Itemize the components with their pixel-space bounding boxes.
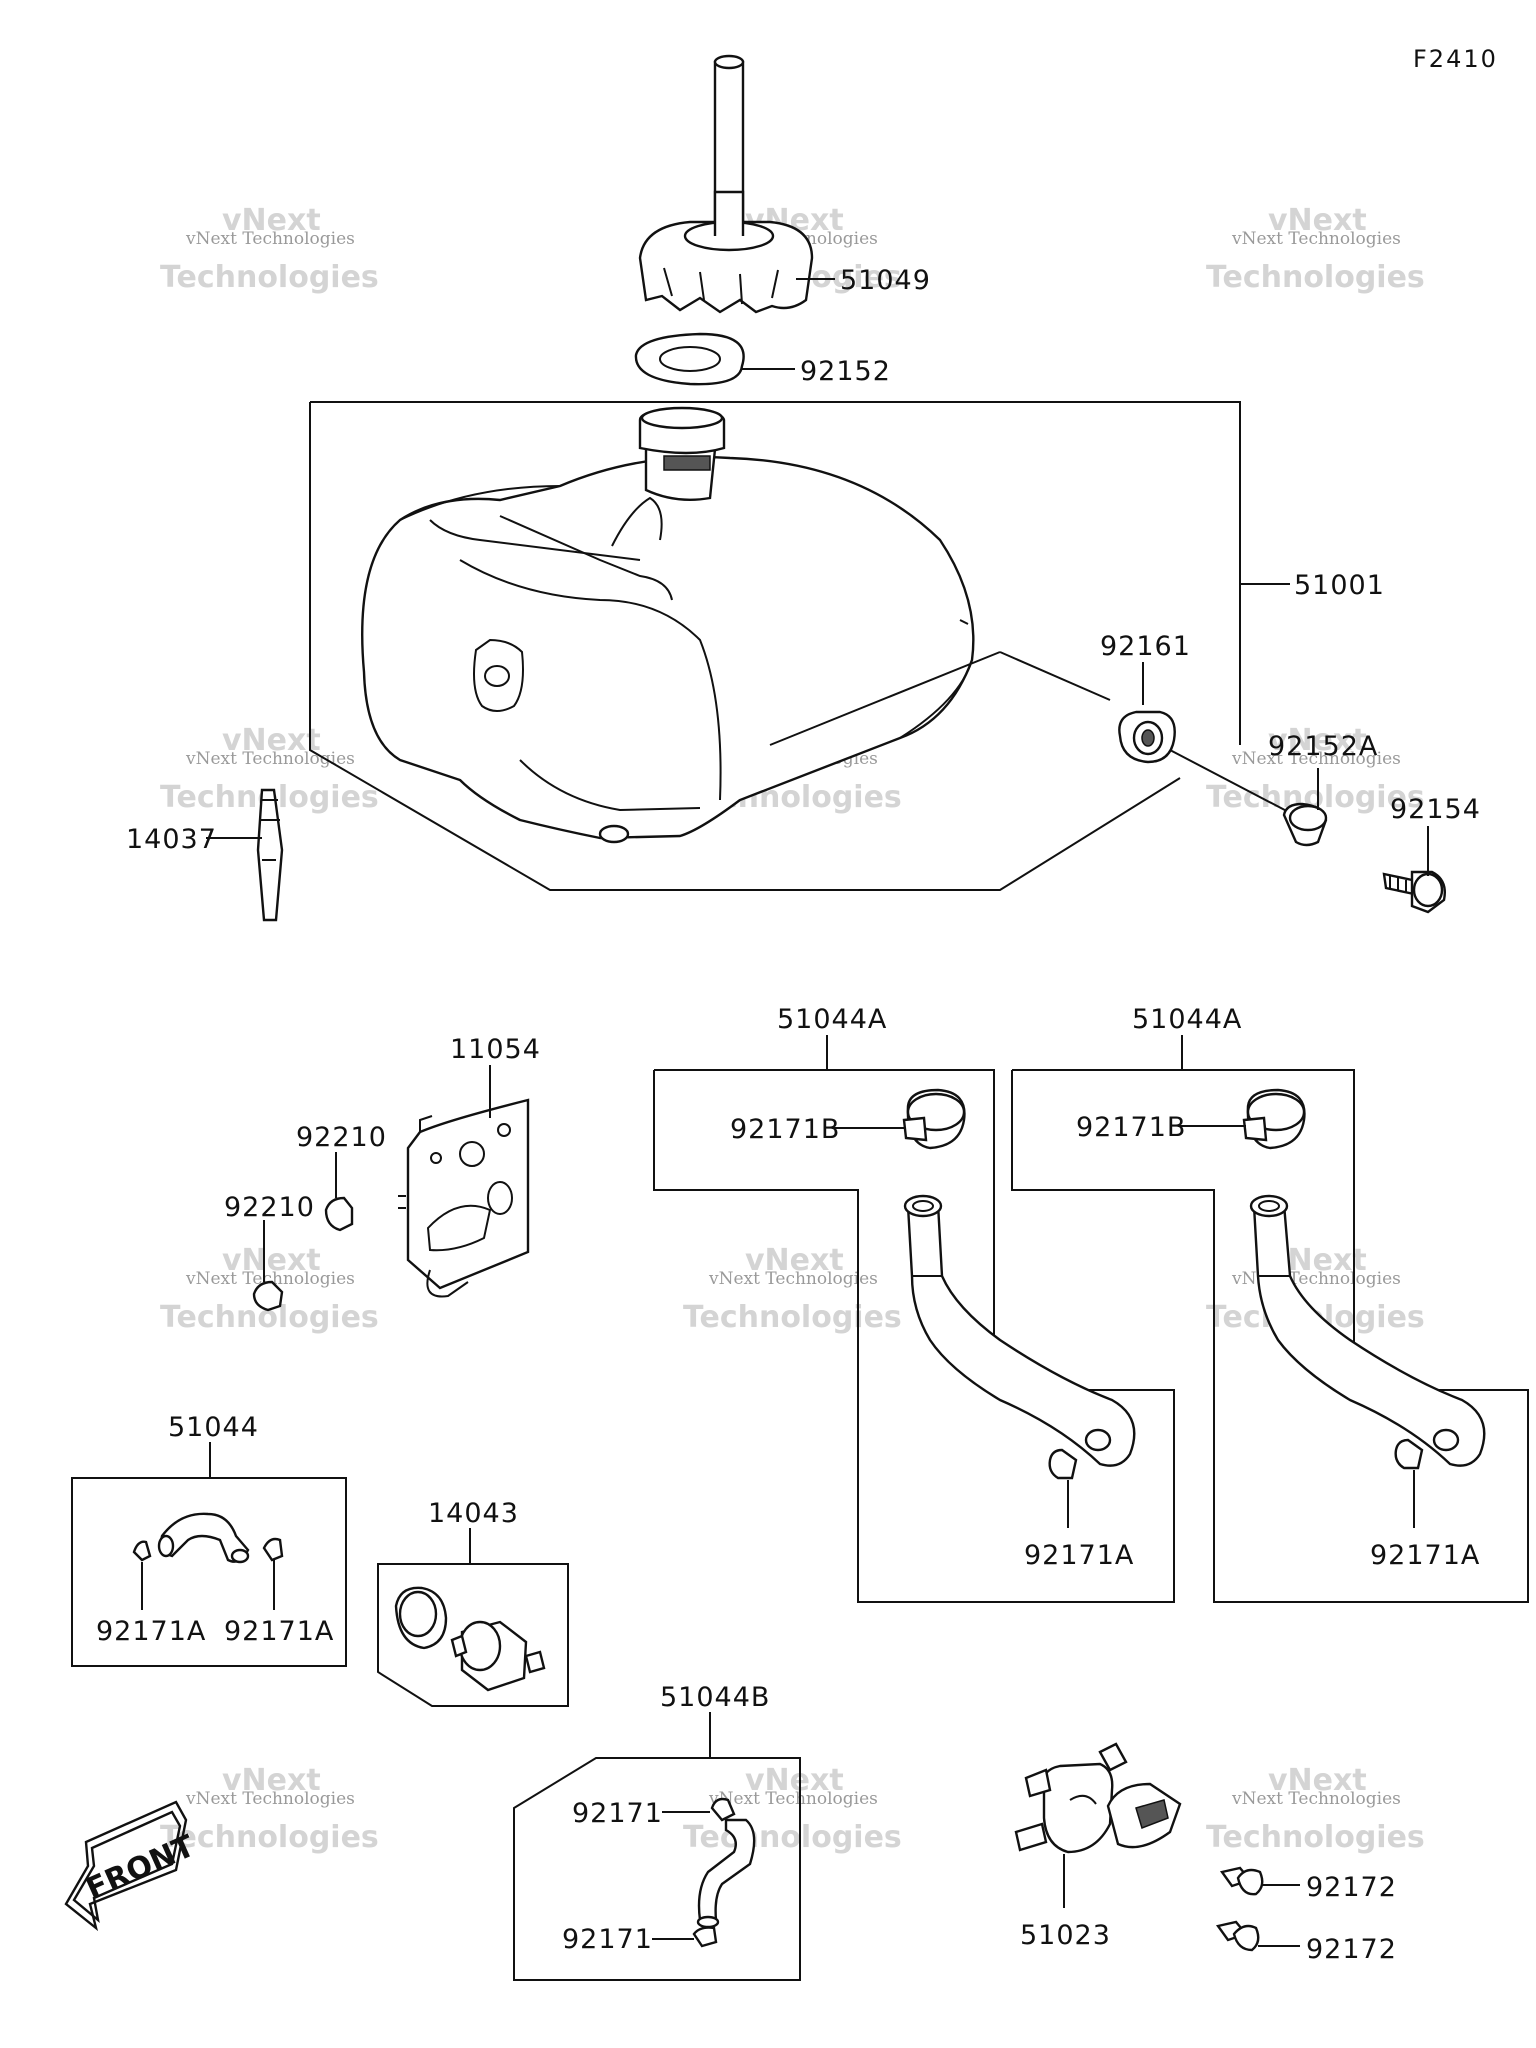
label-92171A-mid-right: 92171A	[1370, 1540, 1480, 1571]
watermark-line1: vNext Technologies	[185, 1789, 355, 1809]
label-11054: 11054	[450, 1034, 541, 1065]
watermark-line1: vNext Technologies	[185, 1269, 355, 1289]
watermark-overlay: vNext	[222, 1243, 321, 1278]
label-92172-bottom: 92172	[1306, 1934, 1397, 1965]
part-hose-51044B[interactable]	[696, 1818, 756, 1929]
watermark-overlay: vNext	[745, 1243, 844, 1278]
label-92171B-left: 92171B	[730, 1114, 840, 1145]
leader-tank-grommet	[999, 651, 1111, 701]
label-92171A-small-right: 92171A	[224, 1616, 334, 1647]
label-51044B: 51044B	[660, 1682, 770, 1713]
watermark: Technologies vNext vNext Technologies	[160, 1763, 379, 1855]
watermark: Technologies vNext vNext Technologies	[160, 1243, 379, 1335]
watermark-line1: vNext Technologies	[1231, 749, 1401, 769]
part-screw-92172-top[interactable]	[1219, 1866, 1264, 1896]
part-clip-92171-top[interactable]	[710, 1797, 736, 1822]
watermark-line2: Technologies	[683, 1300, 902, 1335]
watermark: Technologies vNext vNext Technologies	[1206, 1763, 1425, 1855]
label-92172-top: 92172	[1306, 1872, 1397, 1903]
watermark-line1: vNext Technologies	[708, 1269, 878, 1289]
assembly-frame-51044A-left	[653, 1069, 1175, 1603]
watermark-overlay: vNext	[222, 1763, 321, 1798]
watermark-overlay: vNext	[745, 1763, 844, 1798]
watermark-line2: Technologies	[683, 1820, 902, 1855]
label-92171-top: 92171	[572, 1798, 663, 1829]
part-clip-92210-top[interactable]	[324, 1196, 354, 1232]
leader-grommet-collar	[1169, 749, 1301, 819]
label-92152: 92152	[800, 356, 891, 387]
label-92171-bottom: 92171	[562, 1924, 653, 1955]
part-clip-92171A-mid-right[interactable]	[1394, 1438, 1424, 1470]
part-clip-92210-bottom[interactable]	[252, 1280, 284, 1312]
label-92152A: 92152A	[1268, 731, 1378, 762]
label-92171A-small-left: 92171A	[96, 1616, 206, 1647]
assembly-frame-51044A-right	[1011, 1069, 1529, 1603]
part-collar-92152A[interactable]	[1282, 802, 1328, 847]
part-clamp-14043[interactable]	[394, 1586, 448, 1650]
watermark: Technologies vNext vNext Technologies	[1206, 203, 1425, 295]
part-clip-92171A-small-left[interactable]	[132, 1540, 152, 1562]
leader-tank-cross	[769, 651, 1001, 746]
front-arrow-text: FRONT	[81, 1828, 200, 1907]
label-51044: 51044	[168, 1412, 259, 1443]
part-clip-92171A-mid-left[interactable]	[1048, 1448, 1078, 1480]
watermark-line1: vNext Technologies	[1231, 229, 1401, 249]
watermark-overlay: vNext	[222, 203, 321, 238]
part-bracket-11054[interactable]	[398, 1098, 530, 1298]
label-51044A-left: 51044A	[777, 1004, 887, 1035]
part-hose-51044A-left[interactable]	[903, 1194, 1136, 1467]
part-hose-51044[interactable]	[157, 1512, 250, 1564]
watermark-line1: vNext Technologies	[1231, 1269, 1401, 1289]
watermark-line1: vNext Technologies	[185, 749, 355, 769]
label-92171A-mid-left: 92171A	[1024, 1540, 1134, 1571]
watermark-overlay: vNext	[1268, 203, 1367, 238]
label-92210-bottom: 92210	[224, 1192, 315, 1223]
part-tube-14037[interactable]	[256, 788, 284, 922]
part-clip-92171A-small-right[interactable]	[262, 1537, 284, 1562]
assembly-frame-14043	[377, 1563, 569, 1707]
part-clip-92171-bottom[interactable]	[692, 1926, 718, 1948]
watermark-line2: Technologies	[1206, 260, 1425, 295]
part-clamp-92171B-left[interactable]	[902, 1088, 966, 1150]
watermark: Technologies vNext vNext Technologies	[683, 1243, 902, 1335]
part-filter-14043[interactable]	[450, 1620, 546, 1692]
part-grommet-92161[interactable]	[1118, 710, 1176, 764]
watermark: Technologies vNext vNext Technologies	[683, 1763, 902, 1855]
watermark-overlay: vNext	[1268, 723, 1367, 758]
watermark-line2: Technologies	[160, 260, 379, 295]
label-92171B-right: 92171B	[1076, 1112, 1186, 1143]
part-fuel-cap-51049[interactable]	[638, 54, 814, 314]
watermark-overlay: vNext	[222, 723, 321, 758]
assembly-frame-51044B	[513, 1757, 801, 1981]
part-fuel-tank-51001[interactable]	[361, 406, 975, 844]
watermark-overlay: vNext	[1268, 1763, 1367, 1798]
part-fuel-cock-51023[interactable]	[1014, 1742, 1182, 1854]
part-gasket-92152[interactable]	[634, 332, 745, 386]
watermark-line2: Technologies	[1206, 1820, 1425, 1855]
part-hose-51044A-right[interactable]	[1249, 1194, 1486, 1467]
watermark-line1: vNext Technologies	[185, 229, 355, 249]
label-51001: 51001	[1294, 570, 1385, 601]
assembly-frame-51001	[309, 401, 1241, 891]
part-screw-92172-bottom[interactable]	[1215, 1920, 1260, 1952]
label-51049: 51049	[840, 265, 931, 296]
watermark-line2: Technologies	[160, 1820, 379, 1855]
label-92161: 92161	[1100, 631, 1191, 662]
label-92210-top: 92210	[296, 1122, 387, 1153]
label-14043: 14043	[428, 1498, 519, 1529]
label-51044A-right: 51044A	[1132, 1004, 1242, 1035]
part-clamp-92171B-right[interactable]	[1242, 1088, 1306, 1150]
watermark-line1: vNext Technologies	[708, 1789, 878, 1809]
diagram-code: F2410	[1413, 45, 1498, 73]
watermark: Technologies vNext vNext Technologies	[1206, 723, 1425, 815]
label-14037: 14037	[126, 824, 217, 855]
part-bolt-92154[interactable]	[1382, 870, 1446, 914]
watermark-line1: vNext Technologies	[1231, 1789, 1401, 1809]
watermark: Technologies vNext vNext Technologies	[160, 203, 379, 295]
label-51023: 51023	[1020, 1920, 1111, 1951]
label-92154: 92154	[1390, 794, 1481, 825]
